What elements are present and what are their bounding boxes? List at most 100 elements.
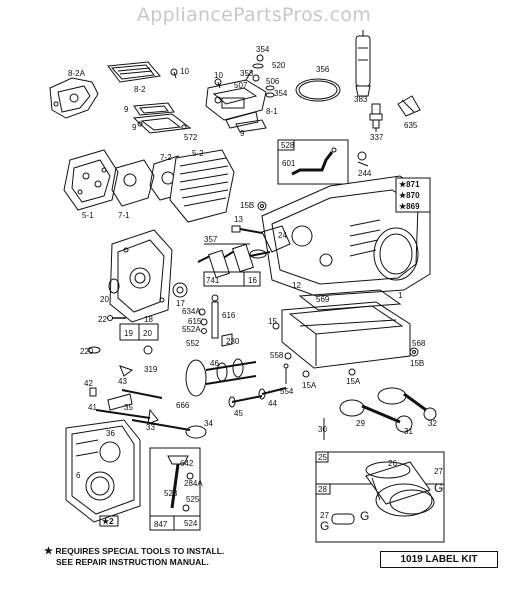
callout: 666 <box>176 401 190 410</box>
callout: 8-1 <box>266 107 278 116</box>
piston-box <box>315 451 445 543</box>
callout: 220 <box>80 347 94 356</box>
box-19-20 <box>119 323 159 341</box>
crankcase-lower <box>65 419 141 527</box>
callout: 552 <box>186 339 200 348</box>
tube-383 <box>355 30 371 97</box>
callout: 847 <box>154 520 168 529</box>
tappets-45-44 <box>228 387 287 408</box>
gasket-24 <box>261 225 291 253</box>
callout: 22 <box>98 315 107 324</box>
callout: 383 <box>354 95 368 104</box>
callout: 35 <box>124 403 133 412</box>
callout: 634A <box>182 307 201 316</box>
callout: 27 <box>434 467 443 476</box>
callout: 28 <box>318 485 327 494</box>
callout: 15A <box>302 381 317 390</box>
callout: 24 <box>278 231 287 240</box>
callout: 45 <box>234 409 243 418</box>
footnote: ★ REQUIRES SPECIAL TOOLS TO INSTALL. SEE… <box>44 546 224 568</box>
callout: 30 <box>318 425 327 434</box>
callout: 615 <box>188 317 202 326</box>
callout: 15A <box>346 377 361 386</box>
cylinder-head-5-2 <box>169 149 235 223</box>
oil-seal-17 <box>172 282 188 298</box>
gasket-7-1 <box>111 159 155 207</box>
callout: 10 <box>214 71 223 80</box>
callout: 20 <box>100 295 109 304</box>
callout: 5-1 <box>82 211 94 220</box>
bolt-13 <box>231 225 263 234</box>
callout: 29 <box>356 419 365 428</box>
callout: 284A <box>184 479 203 488</box>
oil-sump-569 <box>281 301 411 369</box>
cylinder-block-1 <box>261 175 431 297</box>
callout: G <box>320 519 329 533</box>
callout: 15 <box>268 317 277 326</box>
footnote-line-2: SEE REPAIR INSTRUCTION MANUAL. <box>56 557 209 567</box>
callout: 46 <box>210 359 219 368</box>
callout: G <box>360 509 369 523</box>
callout-labels: 8-2A 8-2 9 9 572 10 10 354 520 353 506 5… <box>68 45 443 533</box>
callout: 43 <box>118 377 127 386</box>
callout: 7-2 <box>160 153 172 162</box>
spark-plug-boot-635 <box>397 95 421 117</box>
callout: 572 <box>184 133 198 142</box>
callout: 42 <box>84 379 93 388</box>
spark-plug-337 <box>369 103 383 132</box>
callout: 15B <box>410 359 424 368</box>
star-icon: ★ <box>44 546 53 557</box>
callout: 616 <box>222 311 236 320</box>
callout: 1 <box>398 291 403 300</box>
callout: 36 <box>106 429 115 438</box>
dipstick-616 <box>211 294 219 339</box>
callout: 356 <box>316 65 330 74</box>
callout: G <box>434 481 443 495</box>
callout: 552A <box>182 325 201 334</box>
callout: 635 <box>404 121 418 130</box>
callout: 357 <box>204 235 218 244</box>
callout: 26 <box>388 459 397 468</box>
callout: 558 <box>270 351 284 360</box>
callout: 8-2A <box>68 69 86 78</box>
callout: 568 <box>412 339 426 348</box>
callout: 9 <box>124 105 129 114</box>
callout: 7-1 <box>118 211 130 220</box>
fasteners-15-558-554-15A-15B <box>272 322 419 384</box>
part-230 <box>221 333 233 347</box>
callout: ★870 <box>399 191 420 200</box>
sump-cover-18 <box>109 229 173 323</box>
callout: 554 <box>280 387 294 396</box>
small-parts-354-520-353-506 <box>252 54 275 98</box>
callout: 230 <box>226 337 240 346</box>
bolt-22 <box>107 315 126 321</box>
callout: 741 <box>206 276 220 285</box>
air-filter-8-2 <box>107 61 161 83</box>
o-ring-356 <box>295 78 341 102</box>
callout: 520 <box>272 61 286 70</box>
callout: 569 <box>316 295 330 304</box>
callout: 8-2 <box>134 85 146 94</box>
air-cleaner-body-8-2A <box>49 77 99 119</box>
callout: 32 <box>428 419 437 428</box>
callout: 18 <box>144 315 153 324</box>
callout: 319 <box>144 365 158 374</box>
callout: 10 <box>180 67 189 76</box>
callout: 13 <box>234 215 243 224</box>
callout: 27 <box>320 511 329 520</box>
callout: ★871 <box>399 180 420 189</box>
callout: 41 <box>88 403 97 412</box>
callout: 20 <box>143 329 152 338</box>
callout: 354 <box>274 89 288 98</box>
callout: 601 <box>282 159 296 168</box>
gasket-9-carb <box>235 119 267 133</box>
gasket-568 <box>298 289 402 311</box>
footnote-line-1: REQUIRES SPECIAL TOOLS TO INSTALL. <box>55 546 225 556</box>
clamp-244 <box>357 151 369 167</box>
callout: 523 <box>164 489 178 498</box>
callout: 34 <box>204 419 213 428</box>
callout: ★869 <box>399 202 420 211</box>
camshaft-46 <box>185 358 257 397</box>
plate-572 <box>132 113 192 134</box>
